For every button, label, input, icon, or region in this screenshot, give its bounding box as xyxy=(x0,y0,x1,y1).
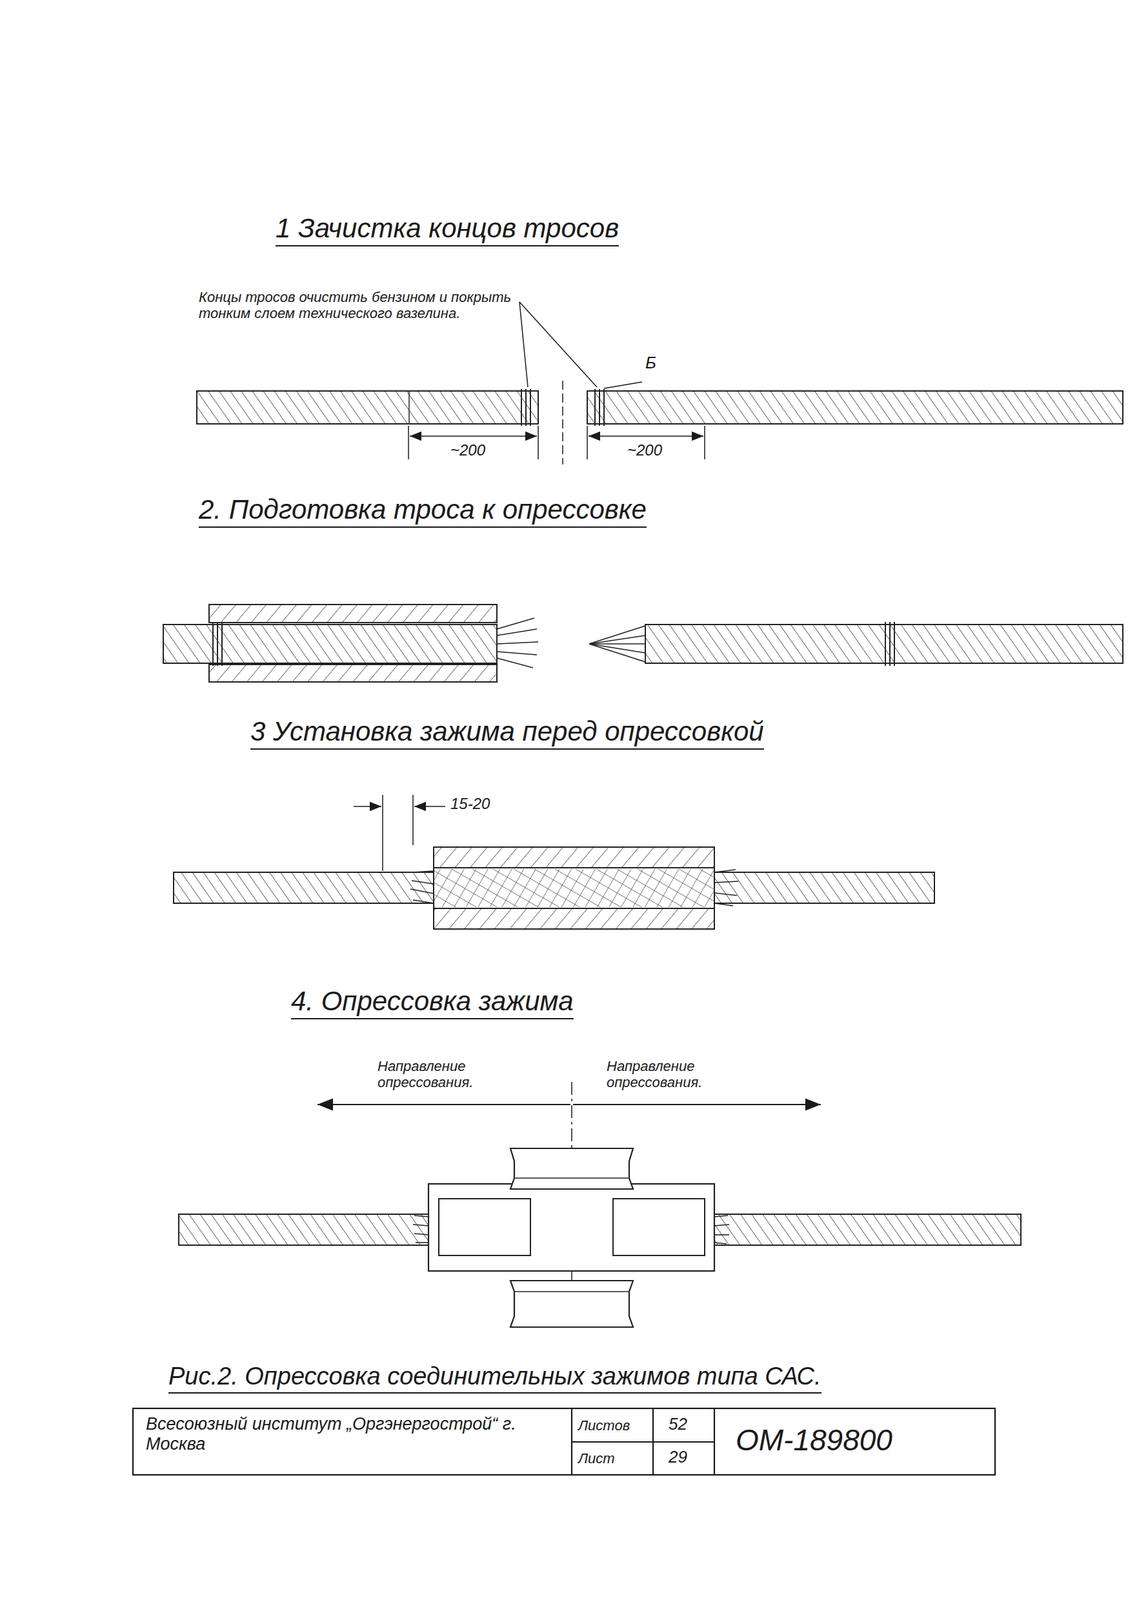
step-heading: 1 Зачистка концов тросов xyxy=(275,212,619,247)
figure-caption: Рис.2. Опрессовка соединительных зажимов… xyxy=(168,1362,822,1394)
press-die xyxy=(514,1291,630,1293)
dimension-line xyxy=(353,795,446,872)
press-die xyxy=(514,1177,630,1179)
dimension-text: ~200 xyxy=(627,441,663,460)
sheet-label: Лист xyxy=(578,1450,615,1467)
clamp-sleeve xyxy=(433,847,715,930)
sheet-count: 52 xyxy=(668,1415,688,1435)
leader-line xyxy=(519,302,643,389)
cable xyxy=(587,391,1123,424)
note-text: Концы тросов очистить бензином и покрыть… xyxy=(198,289,515,323)
cable-mark xyxy=(408,391,410,424)
direction-note: Направление опрессования. xyxy=(606,1058,768,1092)
clamp-sleeve xyxy=(433,908,715,930)
press-die xyxy=(510,1280,634,1328)
dimension-text: ~200 xyxy=(450,441,486,460)
organization-name: Всесоюзный институт „Оргэнергострой“ г. … xyxy=(145,1414,546,1455)
strand-ends xyxy=(410,869,739,907)
pressed-zone xyxy=(438,1198,531,1256)
dimension-text: 15-20 xyxy=(450,795,490,814)
clamp-sleeve xyxy=(428,1184,715,1272)
cable xyxy=(178,1214,429,1246)
cable xyxy=(196,391,539,424)
dimension-line xyxy=(408,380,705,465)
step-heading: 2. Подготовка троса к опрессовке xyxy=(198,494,647,528)
cable xyxy=(714,1214,1021,1246)
strands-inside xyxy=(433,869,715,908)
document-code: ОМ-189800 xyxy=(735,1423,893,1458)
callout-letter: Б xyxy=(645,353,657,373)
press-die xyxy=(510,1148,634,1190)
pressed-zone xyxy=(613,1198,705,1256)
title-block xyxy=(132,1408,996,1476)
cable xyxy=(645,624,1123,664)
clamp-sleeve xyxy=(433,847,715,868)
clamp-sleeve xyxy=(209,604,497,623)
step-heading: 4. Опрессовка зажима xyxy=(291,986,574,1020)
sheet-count-label: Листов xyxy=(578,1417,630,1434)
strand-ends xyxy=(589,625,646,663)
strand-ends xyxy=(496,618,539,668)
clamp-sleeve xyxy=(209,664,497,683)
direction-note: Направление опрессования. xyxy=(377,1058,539,1092)
strand-ends xyxy=(412,1215,730,1245)
direction-arrow xyxy=(317,1104,821,1106)
sheet-number: 29 xyxy=(668,1448,688,1468)
step-heading: 3 Установка зажима перед опрессовкой xyxy=(250,716,765,750)
